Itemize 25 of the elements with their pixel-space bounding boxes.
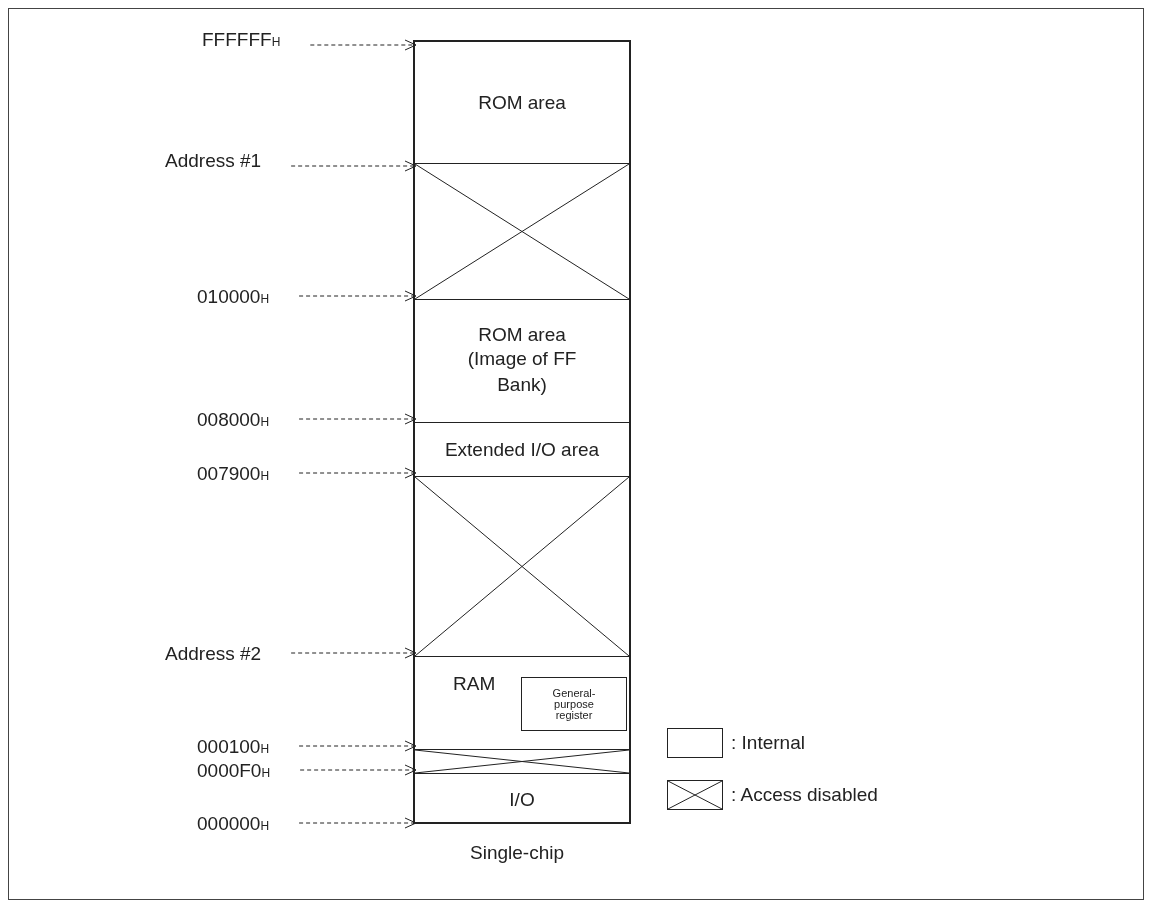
leader-arrow [298,290,417,302]
leader-arrow [298,413,417,425]
leader-arrow [298,467,417,479]
register-label: General-purpose register [551,687,597,721]
area-label: Extended I/O area [444,438,600,461]
access-disabled-area [415,749,629,773]
area-label: I/O [509,789,535,811]
caption: Single-chip [470,842,564,864]
address-label: Address #1 [165,150,262,172]
leader-arrow [298,740,417,752]
legend-label: : Access disabled [731,784,878,806]
area-label: ROM area [478,91,566,114]
area-label: ROM area [478,324,566,346]
leader-arrow [299,764,417,776]
access-disabled-area [415,476,629,656]
address-label: Address #2 [165,643,262,665]
leader-arrow [309,39,417,51]
access-disabled-area [415,163,629,299]
register-box [521,677,627,731]
leader-arrow [298,817,417,829]
leader-arrow [290,647,417,659]
leader-arrow [290,160,417,172]
legend-label: : Internal [731,732,805,754]
area-label: RAM [453,673,496,695]
area-note: (Image of FF Bank) [467,347,577,397]
